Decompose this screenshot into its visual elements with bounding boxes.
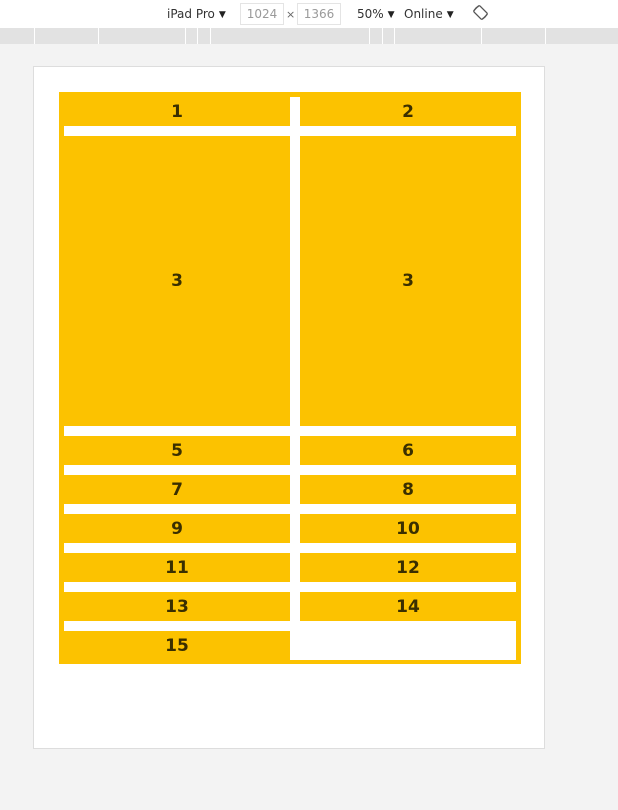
ruler-tick xyxy=(382,28,383,44)
chevron-down-icon: ▼ xyxy=(218,10,226,20)
dimension-separator: × xyxy=(286,8,296,21)
ruler-tick xyxy=(185,28,186,44)
chevron-down-icon: ▼ xyxy=(387,10,395,20)
grid-item: 11 xyxy=(64,553,290,582)
rotate-device-icon[interactable] xyxy=(473,5,488,20)
grid-item: 8 xyxy=(300,475,516,504)
network-select-label: Online xyxy=(404,7,443,21)
ruler-tick xyxy=(34,28,35,44)
media-query-ruler[interactable] xyxy=(0,28,618,44)
grid-item: 7 xyxy=(64,475,290,504)
height-input[interactable]: 1366 xyxy=(297,3,341,25)
network-throttle-select[interactable]: Online▼ xyxy=(404,6,454,23)
ruler-tick xyxy=(369,28,370,44)
ruler-tick xyxy=(545,28,546,44)
grid-item: 5 xyxy=(64,436,290,465)
ruler-tick xyxy=(210,28,211,44)
grid-item: 6 xyxy=(300,436,516,465)
ruler-tick xyxy=(98,28,99,44)
width-input[interactable]: 1024 xyxy=(240,3,284,25)
grid-item: 1 xyxy=(64,97,290,126)
zoom-select-label: 50% xyxy=(357,7,384,21)
device-toolbar: iPad Pro▼ 1024 × 1366 50%▼ Online▼ xyxy=(0,0,618,29)
device-select-label: iPad Pro xyxy=(167,7,215,21)
grid-item: 14 xyxy=(300,592,516,621)
grid-item: 3 xyxy=(64,136,290,426)
grid-item: 15 xyxy=(64,631,290,660)
device-select[interactable]: iPad Pro▼ xyxy=(167,6,226,23)
grid-item: 2 xyxy=(300,97,516,126)
grid-item: 10 xyxy=(300,514,516,543)
grid-item: 12 xyxy=(300,553,516,582)
grid-item: 3 xyxy=(300,136,516,426)
ruler-tick xyxy=(394,28,395,44)
grid-item: 9 xyxy=(64,514,290,543)
grid-item: 13 xyxy=(64,592,290,621)
chevron-down-icon: ▼ xyxy=(446,10,454,20)
zoom-select[interactable]: 50%▼ xyxy=(357,6,395,23)
ruler-tick xyxy=(197,28,198,44)
grid-container: 1 2 3 3 5 6 7 8 9 10 11 12 13 14 15 xyxy=(64,97,516,660)
ruler-tick xyxy=(481,28,482,44)
